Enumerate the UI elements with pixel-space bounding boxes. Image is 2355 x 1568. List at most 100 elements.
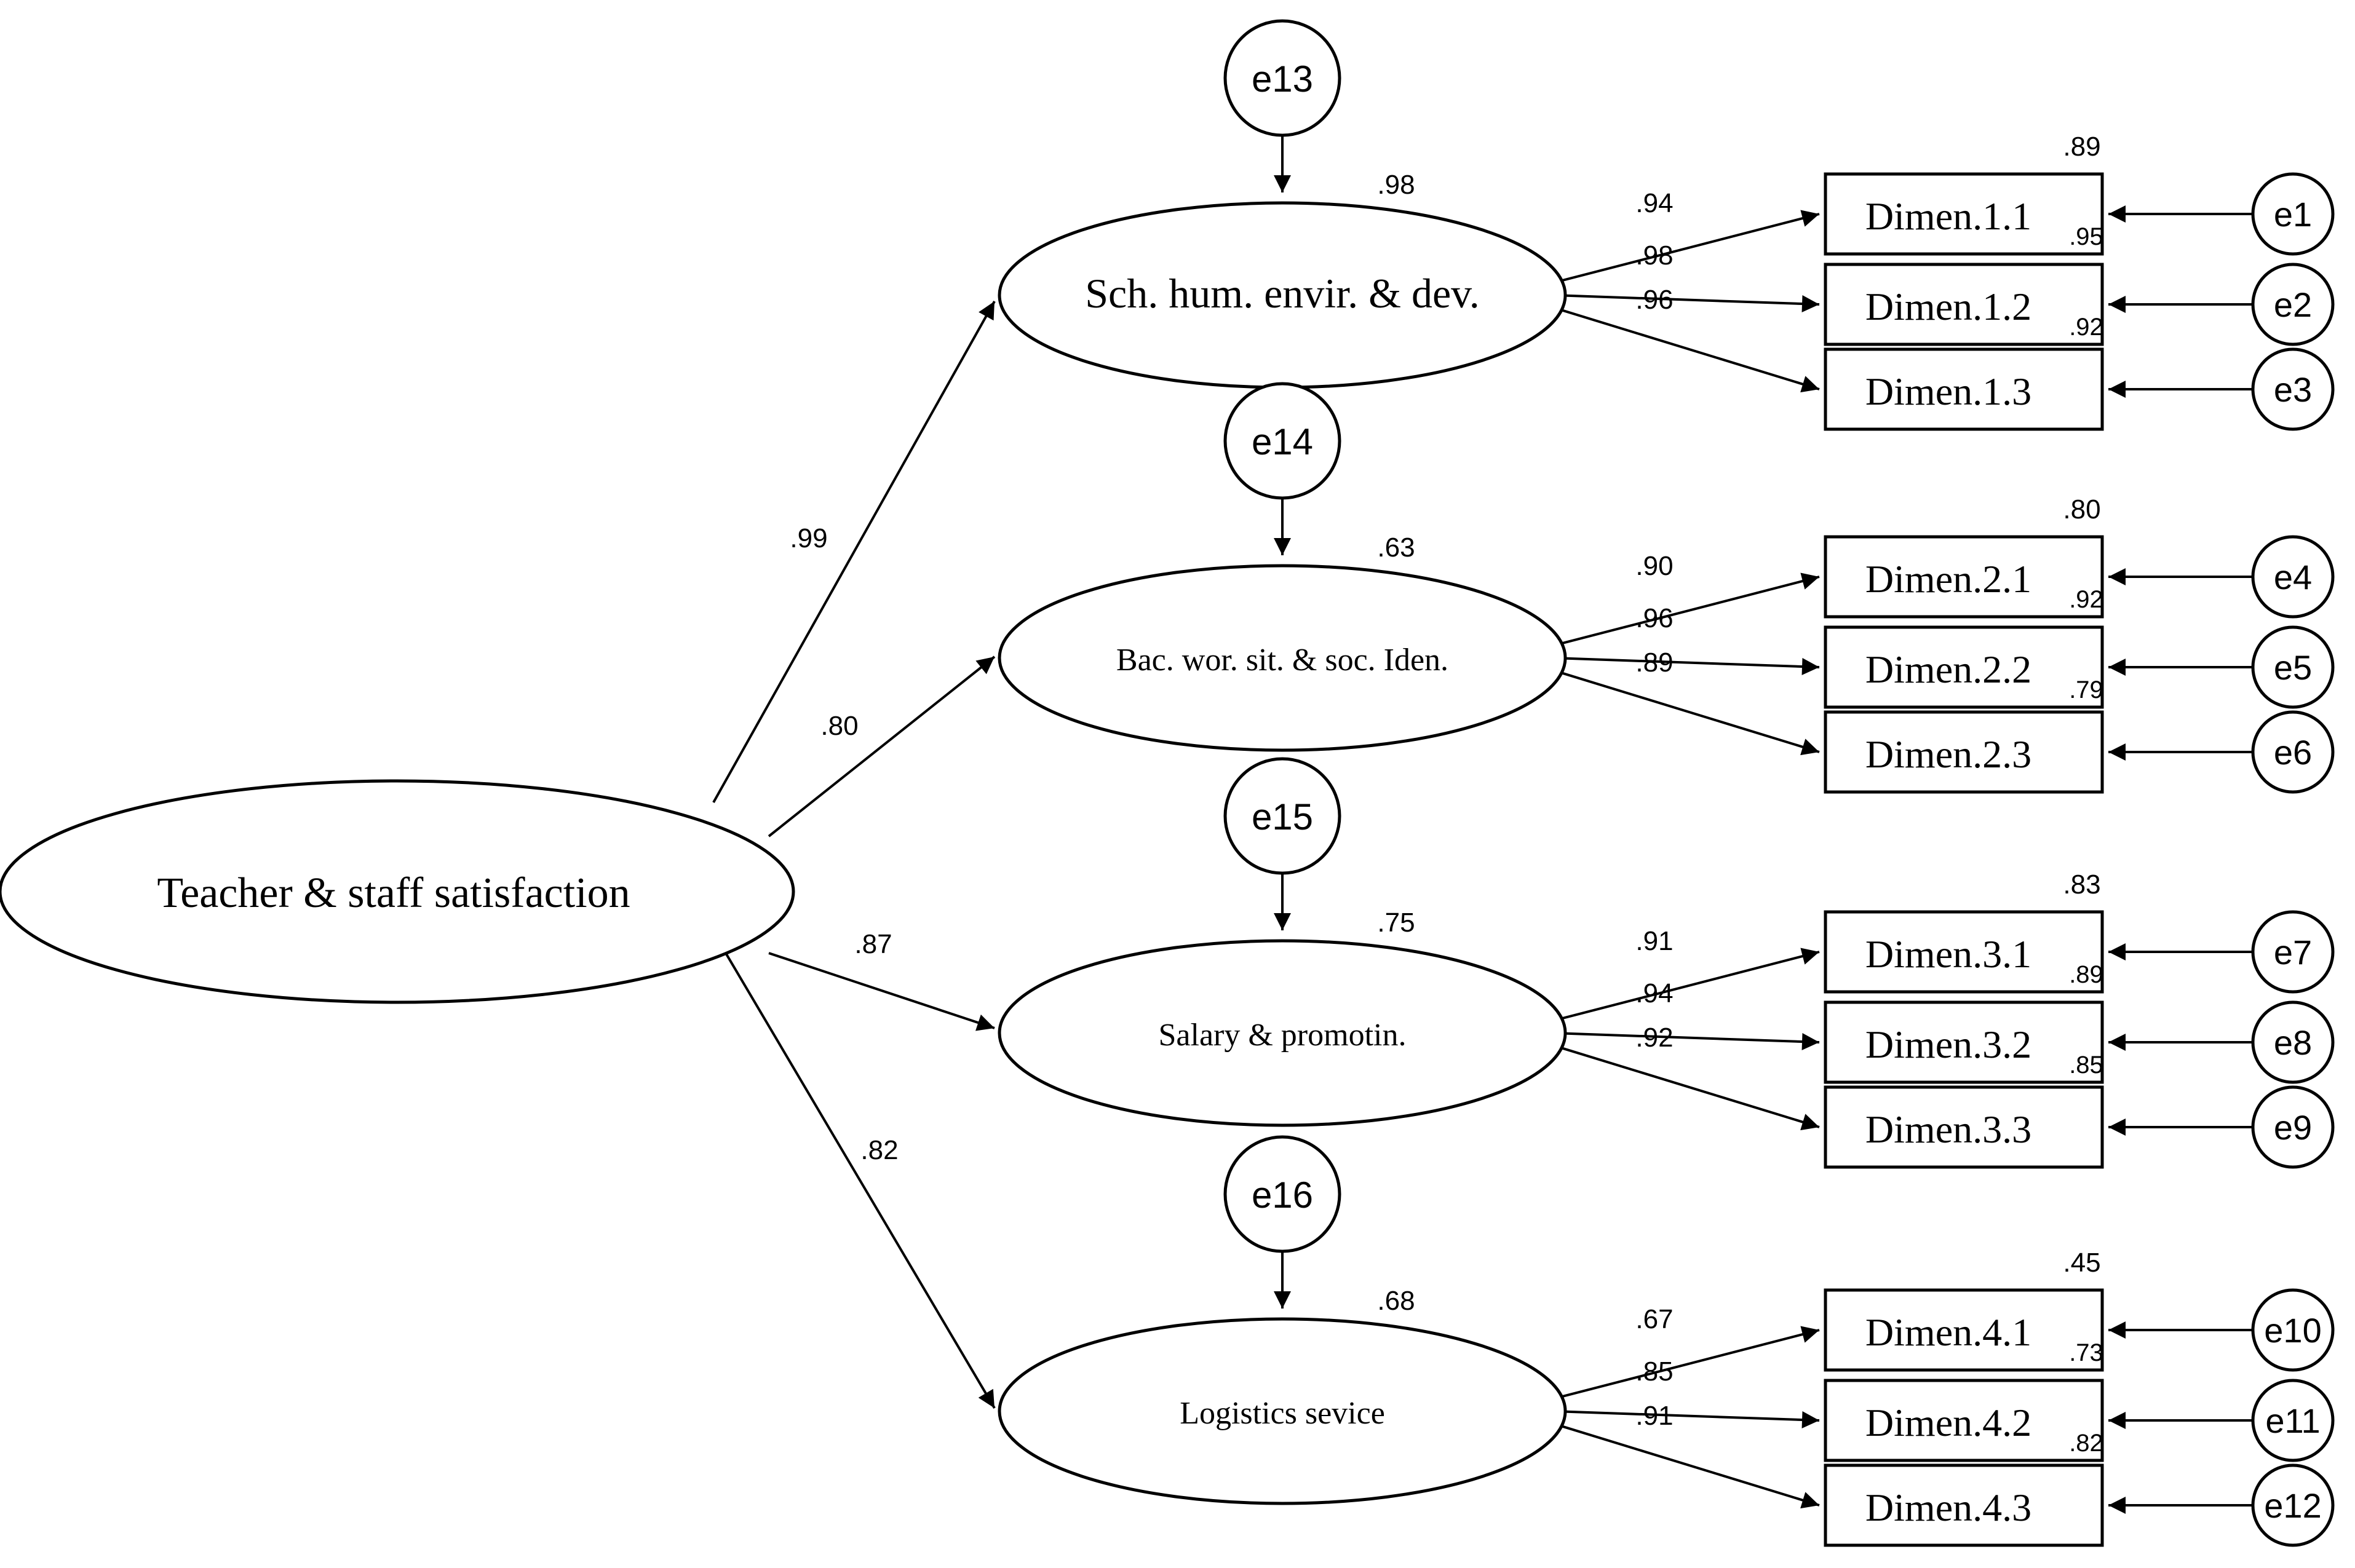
structural-loading-label: .87	[854, 929, 892, 959]
factor-r-squared-label: .98	[1377, 170, 1415, 200]
indicator-error-circle	[2251, 172, 2335, 256]
structural-loading-label: .80	[820, 711, 858, 741]
structural-loading-label: .82	[860, 1135, 898, 1165]
root-factor-ellipse	[0, 779, 795, 1004]
measurement-path-arrow	[1552, 1422, 1820, 1509]
measurement-loading-label: .96	[1635, 603, 1673, 633]
indicator-error-circle	[2251, 535, 2335, 619]
indicator-label: Dimen.3.3	[1865, 1107, 2031, 1151]
measurement-path-arrow	[1552, 948, 1820, 1022]
indicator-error-label: e1	[2274, 195, 2312, 234]
indicator-label: Dimen.1.1	[1865, 194, 2031, 238]
indicator-box	[1824, 263, 2104, 346]
indicator-label: Dimen.2.1	[1865, 557, 2031, 601]
indicator-box	[1824, 910, 2104, 994]
indicator-r-squared-label: .89	[2063, 132, 2100, 162]
latent-factor-label: Logistics sevice	[1180, 1396, 1385, 1431]
disturbance-error-label: e15	[1252, 796, 1313, 837]
indicator-box	[1824, 625, 2104, 709]
indicator-error-circle	[2251, 625, 2335, 709]
indicator-label: Dimen.3.1	[1865, 932, 2031, 976]
measurement-loading-label: .92	[1635, 1023, 1673, 1053]
indicator-error-label: e12	[2264, 1486, 2321, 1525]
indicator-label: Dimen.4.3	[1865, 1486, 2031, 1529]
indicator-r-squared-label: .73	[2069, 1339, 2103, 1366]
indicator-label: Dimen.1.3	[1865, 370, 2031, 413]
indicator-label: Dimen.1.2	[1865, 285, 2031, 328]
structural-path-arrow	[768, 952, 995, 1031]
measurement-loading-label: .67	[1635, 1304, 1673, 1334]
indicator-box	[1824, 347, 2104, 431]
indicator-box	[1824, 710, 2104, 794]
indicator-label: Dimen.4.1	[1865, 1310, 2031, 1354]
structural-path-arrow	[768, 655, 996, 837]
indicator-error-label: e4	[2274, 558, 2312, 596]
indicator-error-circle	[2251, 263, 2335, 346]
indicator-label: Dimen.3.2	[1865, 1023, 2031, 1066]
indicator-r-squared-label: .79	[2069, 676, 2103, 703]
disturbance-error-label: e14	[1252, 421, 1313, 462]
factor-r-squared-label: .75	[1377, 908, 1415, 938]
measurement-loading-label: .85	[1635, 1356, 1673, 1387]
disturbance-error-circle	[1223, 1135, 1341, 1253]
disturbance-error-label: e13	[1252, 58, 1313, 100]
indicator-error-label: e10	[2264, 1311, 2321, 1350]
measurement-loading-label: .94	[1635, 978, 1673, 1008]
indicator-error-label: e3	[2274, 370, 2312, 409]
indicator-error-label: e7	[2274, 933, 2312, 972]
disturbance-error-circle	[1223, 757, 1341, 875]
latent-factor-label: Salary & promotin.	[1159, 1018, 1407, 1053]
indicator-box	[1824, 1288, 2104, 1372]
root-factor-label: Teacher & staff satisfaction	[157, 869, 630, 917]
indicator-r-squared-label: .92	[2069, 586, 2103, 613]
indicator-label: Dimen.4.2	[1865, 1401, 2031, 1444]
measurement-path-arrow	[1552, 1032, 1820, 1051]
latent-factor-label: Sch. hum. envir. & dev.	[1085, 270, 1480, 317]
root-factor: Teacher & staff satisfaction	[0, 779, 795, 1004]
indicator-error-label: e5	[2274, 648, 2312, 687]
indicator-label: Dimen.2.3	[1865, 732, 2031, 776]
indicator-error-circle	[2251, 910, 2335, 994]
disturbance-error-circle	[1223, 382, 1341, 500]
measurement-path-arrow	[1552, 572, 1820, 647]
measurement-loading-label: .90	[1635, 551, 1673, 581]
indicator-error-circle	[2251, 1085, 2335, 1169]
measurement-path-arrow	[1552, 1326, 1820, 1400]
indicator-box	[1824, 1085, 2104, 1169]
indicator-box	[1824, 1379, 2104, 1462]
disturbance-error-label: e16	[1252, 1174, 1313, 1216]
measurement-loading-label: .91	[1635, 926, 1673, 956]
measurement-loading-label: .89	[1635, 647, 1673, 678]
indicator-error-circle	[2251, 1288, 2335, 1372]
indicator-error-circle	[2251, 1000, 2335, 1084]
measurement-path-arrow	[1552, 1410, 1820, 1429]
indicator-error-circle	[2251, 710, 2335, 794]
measurement-path-arrow	[1552, 294, 1820, 313]
structural-loading-label: .99	[790, 523, 827, 553]
indicator-error-label: e9	[2274, 1108, 2312, 1147]
latent-factor-ellipse	[998, 1317, 1567, 1505]
indicator-r-squared-label: .80	[2063, 494, 2100, 525]
indicator-error-circle	[2251, 1463, 2335, 1547]
indicator-error-label: e11	[2265, 1401, 2320, 1440]
indicator-label: Dimen.2.2	[1865, 647, 2031, 691]
indicator-r-squared-label: .82	[2069, 1430, 2103, 1457]
indicator-r-squared-label: .45	[2063, 1248, 2100, 1278]
measurement-loading-label: .98	[1635, 240, 1673, 271]
indicator-error-label: e8	[2274, 1023, 2312, 1062]
factor-r-squared-label: .63	[1377, 533, 1415, 563]
indicator-error-circle	[2251, 1379, 2335, 1462]
disturbance-error-circle	[1223, 19, 1341, 137]
measurement-loading-label: .96	[1635, 285, 1673, 315]
indicator-r-squared-label: .95	[2069, 223, 2103, 250]
indicator-error-label: e2	[2274, 285, 2312, 324]
indicator-box	[1824, 1000, 2104, 1084]
measurement-path-arrow	[1552, 210, 1820, 284]
indicator-r-squared-label: .83	[2063, 869, 2100, 900]
indicator-r-squared-label: .89	[2069, 961, 2103, 988]
measurement-loading-label: .91	[1635, 1401, 1673, 1431]
indicator-box	[1824, 172, 2104, 256]
indicator-r-squared-label: .85	[2069, 1051, 2103, 1079]
measurement-path-arrow	[1552, 306, 1820, 393]
